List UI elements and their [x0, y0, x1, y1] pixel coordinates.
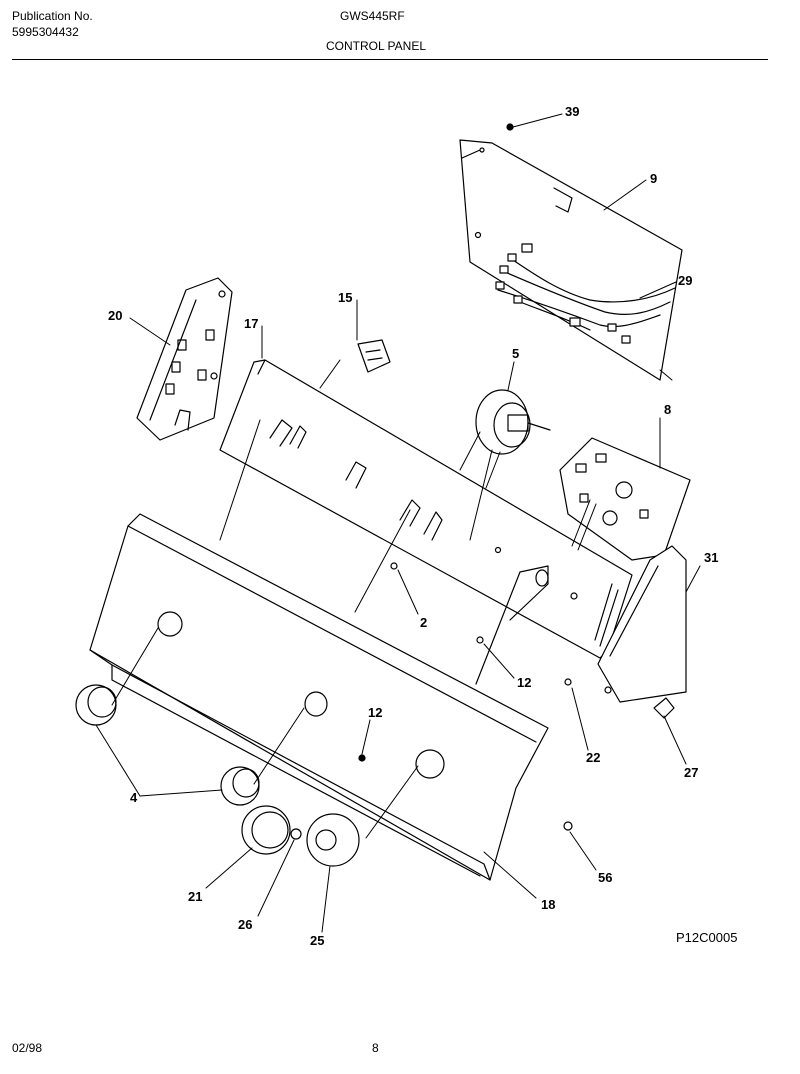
callout-15: 15	[338, 290, 352, 305]
leader-lines	[95, 113, 701, 933]
part-screw-56	[563, 821, 573, 831]
callout-12-lower: 12	[368, 705, 382, 720]
part-knob-4a	[75, 684, 117, 726]
part-knob-25	[306, 813, 360, 867]
callout-12-upper: 12	[517, 675, 531, 690]
callout-39: 39	[565, 104, 579, 119]
part-end-cap	[597, 545, 687, 703]
part-screw-22	[564, 678, 572, 686]
publication-label: Publication No.	[12, 9, 93, 23]
callout-56: 56	[598, 870, 612, 885]
part-control-console	[219, 359, 633, 659]
part-wire-harness	[495, 243, 676, 344]
callout-21: 21	[188, 889, 202, 904]
callout-18: 18	[541, 897, 555, 912]
part-timer	[475, 389, 551, 455]
part-bracket-12	[475, 565, 549, 685]
callout-31: 31	[704, 550, 718, 565]
part-screw-39	[506, 123, 514, 131]
drawing-code: P12C0005	[676, 930, 738, 945]
callout-5: 5	[512, 346, 519, 361]
callout-27: 27	[684, 765, 698, 780]
model-number: GWS445RF	[340, 9, 405, 23]
part-screw-2	[390, 562, 398, 570]
callout-17: 17	[244, 316, 258, 331]
callout-4: 4	[130, 790, 138, 805]
callout-20: 20	[108, 308, 122, 323]
footer-date: 02/98	[12, 1041, 43, 1055]
callout-29: 29	[678, 273, 692, 288]
part-rear-cover	[459, 139, 683, 381]
part-front-console	[89, 513, 549, 881]
part-left-bracket	[136, 277, 233, 441]
part-control-board	[559, 437, 691, 561]
callout-25: 25	[310, 933, 324, 948]
part-screw-12	[358, 636, 484, 762]
part-washer-26	[290, 828, 302, 840]
callout-9: 9	[650, 171, 657, 186]
callout-2: 2	[420, 615, 427, 630]
section-title: CONTROL PANEL	[326, 39, 427, 53]
part-27-clip	[653, 697, 675, 719]
part-knob-21	[241, 805, 291, 855]
page-number: 8	[372, 1041, 379, 1055]
callout-22: 22	[586, 750, 600, 765]
part-15-switch	[357, 339, 391, 373]
callout-8: 8	[664, 402, 671, 417]
assembly-guide-lines	[111, 359, 673, 839]
callout-26: 26	[238, 917, 252, 932]
part-knob-4b	[220, 766, 260, 806]
header-divider	[12, 59, 768, 60]
publication-number: 5995304432	[12, 25, 79, 39]
